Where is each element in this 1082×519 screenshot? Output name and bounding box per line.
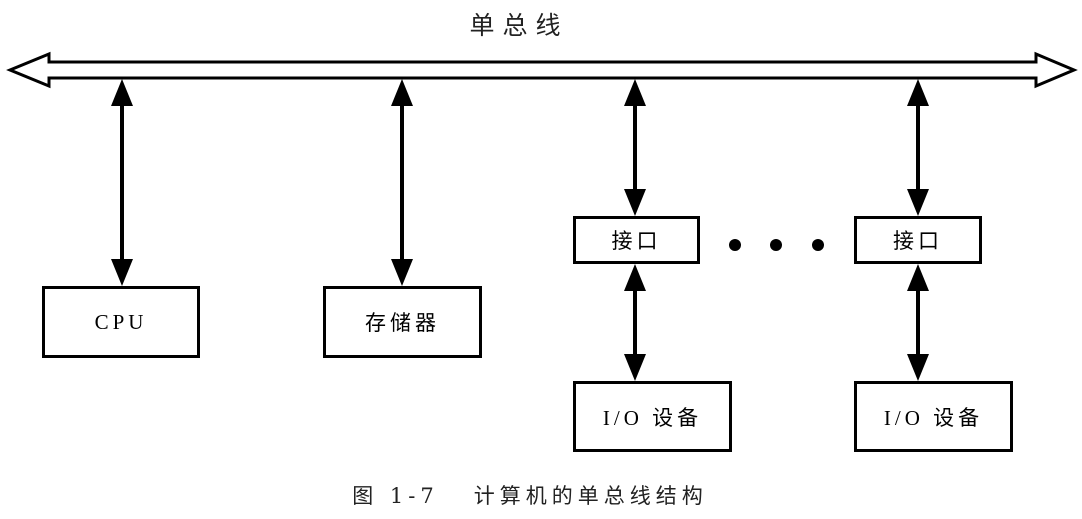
arrowhead-down-icon	[624, 354, 646, 381]
memory-box: 存储器	[323, 286, 482, 358]
memory-label: 存储器	[365, 311, 440, 335]
interface-box-1: 接口	[573, 216, 700, 264]
arrowhead-down-icon	[907, 189, 929, 216]
arrowhead-down-icon	[624, 189, 646, 216]
connector-interface-2-to-io-device-2	[907, 264, 929, 381]
interface-label-1: 接口	[611, 229, 662, 253]
io-device-box-1: I/O 设备	[573, 381, 732, 452]
io-device-box-2: I/O 设备	[854, 381, 1013, 452]
interface-box-2: 接口	[854, 216, 982, 264]
io-device-label-2: I/O 设备	[883, 405, 984, 430]
ellipsis-dot	[729, 239, 741, 251]
bus-label: 单总线	[469, 11, 569, 40]
arrowhead-up-icon	[111, 79, 133, 106]
arrowhead-up-icon	[624, 264, 646, 291]
arrowhead-down-icon	[111, 259, 133, 286]
connector-interface-1-to-io-device-1	[624, 264, 646, 381]
ellipsis-dot	[770, 239, 782, 251]
cpu-box: CPU	[42, 286, 200, 358]
arrowhead-up-icon	[624, 79, 646, 106]
ellipsis-dot	[812, 239, 824, 251]
arrowhead-down-icon	[391, 259, 413, 286]
io-device-label-1: I/O 设备	[602, 405, 703, 430]
connector-bus-to-interface-1	[624, 79, 646, 216]
connector-bus-to-interface-2	[907, 79, 929, 216]
connector-bus-to-memory	[391, 79, 413, 286]
connector-bus-to-cpu	[111, 79, 133, 286]
arrowhead-up-icon	[907, 264, 929, 291]
arrowhead-up-icon	[391, 79, 413, 106]
bus-double-arrow	[6, 51, 1078, 89]
figure-caption: 图 1-7 计算机的单总线结构	[352, 484, 708, 508]
arrowhead-down-icon	[907, 354, 929, 381]
arrowhead-up-icon	[907, 79, 929, 106]
interface-label-2: 接口	[893, 229, 943, 253]
cpu-label: CPU	[94, 309, 148, 334]
